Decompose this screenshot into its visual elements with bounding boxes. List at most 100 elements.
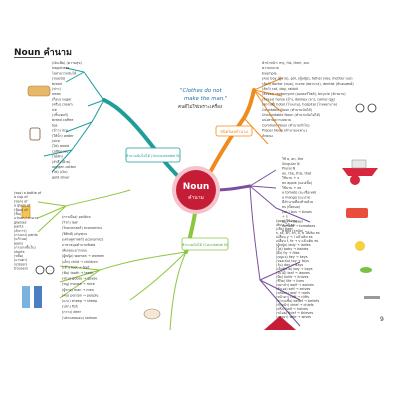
left-mid-labels-item: (กางเกง) pants (14, 233, 38, 237)
right-top-labels-item: Proper Noun (คำนามเฉพาะ) (262, 129, 307, 133)
right-bottom-labels-item: (ภรรยา) wife → wives (276, 315, 311, 319)
left-bottom-labels-item: (เด็ก) child → children (62, 258, 98, 264)
left-top-labels-item: (ปริ้นเตอร์) (52, 112, 69, 117)
left-bottom-labels-item: (ฟัน) tooth → teeth (62, 271, 93, 275)
left-bottom-labels-item: (ปลา) fish (62, 305, 78, 309)
left-bottom-labels-item: (ผู้หญิง) woman → women (62, 254, 104, 258)
right-bottom-labels-item: เปลี่ยน y → i แล้วเติม es (276, 234, 313, 239)
right-mid-labels-item: a bus (รถบัส) (282, 229, 304, 233)
right-top-labels-item: (สัตว์) cat, dog, rabbit (262, 87, 299, 91)
right-bottom-labels-item: (ตัวเอง) self → selves (276, 287, 311, 291)
left-bottom-labels-item: (กวาง) deer (62, 310, 82, 314)
right-mid-labels-item: ใช้นาม + es (282, 186, 301, 190)
right-bottom-labels-item: (ของเล่น) toy → toys (276, 259, 309, 263)
leaf-illustration (360, 267, 372, 273)
roof-illustration (264, 316, 296, 330)
left-top-labels-item: (ให้น้ำ) water (52, 133, 74, 138)
tag-countable-box (181, 237, 229, 251)
left-mid-labels-item: (แก้วนม) (14, 237, 28, 241)
left-top-labels-item: (ข่าว) (52, 87, 61, 91)
left-bottom-labels-item: (ห่าน) goose → geese (62, 277, 98, 281)
tag-countable: คำนามนับได้ (Countable N) (182, 242, 229, 247)
knife-illustration (364, 296, 380, 299)
left-bottom-labels-item: (การเมือง) politics (62, 214, 91, 219)
right-bottom-labels-item: (ผึ้ง) fly → flies (276, 250, 300, 255)
right-bottom-labels-item: (เด็กผู้ชาย) boy → boys (276, 265, 313, 271)
left-top-labels-item: news (52, 92, 61, 96)
left-top-labels-item: oxygen cotton (52, 165, 76, 169)
title-underline (14, 57, 44, 58)
right-bottom-labels-item: (หมาป่า) wolf → wolves (276, 283, 314, 287)
left-mid-labels-item: a cup of (14, 195, 28, 199)
left-top-labels-item: (เงินเฟ้อ) (ความสุข) (52, 61, 82, 66)
right-bottom-labels-item: (ไฟ) baby → babies (276, 247, 309, 251)
right-top-labels-item: ลักษณะ (262, 134, 274, 138)
left-mid-labels-item: แว่นตา / กางเกง (14, 216, 39, 220)
right-bottom-labels-item: (หลังคา) roof → roofs (276, 291, 310, 295)
left-mid-labels-item: glasses (14, 220, 27, 224)
left-mid-labels-item: (แว่นตา) (14, 258, 28, 262)
center-title: Noun (183, 182, 210, 192)
right-bottom-labels-item: s, ss, sh, ch, x, o ให้เติม es (276, 231, 320, 235)
left-mid-labels-item: trousers (14, 267, 28, 271)
left-top-labels-item: (ขนมปัง) (52, 77, 66, 81)
right-top-labels-item: (สัตว์) doctor (หมอ), nurse (พยาบาล), de… (262, 82, 354, 86)
juice-glass-illustration (21, 205, 31, 219)
left-top-labels-item: ice (52, 108, 57, 112)
right-bottom-labels-item: เพิ่ม s ได้เลย (276, 222, 295, 227)
right-bottom-labels-item: (หน้าผา) cliff → cliffs (276, 295, 309, 299)
left-bottom-labels-item: (ฟิสิกส์) physics (62, 232, 87, 236)
right-bottom-labels-item: (เสือ) tiger (276, 226, 293, 231)
apple-illustration (350, 175, 360, 185)
right-mid-labels-item: ใช้ a, an, the (282, 157, 303, 161)
right-bottom-labels-item: (ครึ่ง) half → halves (276, 306, 308, 311)
right-mid-labels-item: es (ทั้งหมด) (282, 204, 301, 209)
page-title: Noun คำนาม (14, 48, 72, 58)
left-bottom-labels-item: (คน) person → people (62, 293, 98, 297)
right-top-labels-item: Example (262, 71, 277, 75)
right-mid-labels-item: an apple (แอปเปิ้ล) (282, 180, 313, 185)
left-top-labels-item: happiness (52, 66, 69, 70)
right-bottom-labels-item: เปลี่ยน f, fe → v แล้วเติม es (276, 238, 318, 243)
right-mid-labels-item: a tomato (มะเขือเทศ) (282, 190, 317, 195)
left-mid-labels: (ซอง) a bottle ofa cup of(ซอก) ofa glass… (13, 191, 42, 271)
left-top-labels-item: bread (52, 82, 62, 86)
right-top-labels-item: คำนำหน้า: my, his, their, our (262, 61, 310, 65)
right-top-labels-item: (สิ่งของ) motorcycle (มอเตอร์ไซค์), bicy… (262, 91, 346, 96)
right-mid-labels-item: an, the, this, that (282, 171, 312, 175)
left-bottom-labels-item: (วิทยาศาสตร์) economics (62, 226, 102, 230)
bread-illustration (27, 85, 51, 97)
branch-uncountable-line (102, 98, 186, 184)
right-bottom-labels-item: (ผู้หญิง) lady → ladies (276, 243, 311, 247)
tag-types: ชนิดของคำนาม (220, 129, 248, 134)
right-top-labels-item: ความหมาย (262, 66, 279, 70)
right-bottom-labels-item: (ใบไม้) leaf → leaves (276, 271, 310, 275)
right-mid-labels-item: Singular N (282, 162, 300, 166)
bus-illustration (346, 208, 368, 218)
left-top-labels-item: juice (51, 139, 60, 143)
quote-line-1: "Clothes do not (180, 88, 223, 94)
page-number: 9 (380, 316, 384, 323)
glasses-illustration (35, 265, 55, 275)
left-top-connectors (43, 67, 105, 173)
left-top-labels-item: bread coffee (52, 118, 73, 122)
tag-uncountable-box (125, 147, 181, 163)
right-top-labels-item: (สิ่งของ) horse (ม้า), donkey (ลา), came… (262, 96, 336, 101)
left-top-labels-item: (ไม้พัก) (52, 155, 64, 159)
left-mid-labels-item: (ขลิ้ม) (14, 253, 24, 258)
left-bottom-labels-item: (เท้า) foot → feet (62, 265, 90, 269)
quote-line-3: คนดีไม่ใช่เพราะเครื่อง (178, 103, 222, 110)
left-top-labels-item: coffee ice (52, 149, 68, 153)
left-mid-labels-item: a glass of (14, 204, 31, 208)
chick-illustration (355, 241, 365, 251)
left-bottom-labels-item: (ปลาแซลมอน) salmon (62, 316, 97, 320)
left-bottom-labels-item: (วิชา) law (62, 221, 78, 225)
left-mid-labels-item: (ขิ้น) (14, 211, 22, 216)
right-top-labels-item: (คน) boy (ผู้ชาย), girl, (ผู้หญิง), fath… (262, 77, 353, 81)
left-mid-labels-item: (ซอก) of (14, 199, 28, 203)
right-bottom-labels-item: (ขโมย) thief → thieves (276, 310, 313, 315)
right-mid-labels-item: box → boxes (282, 219, 303, 223)
